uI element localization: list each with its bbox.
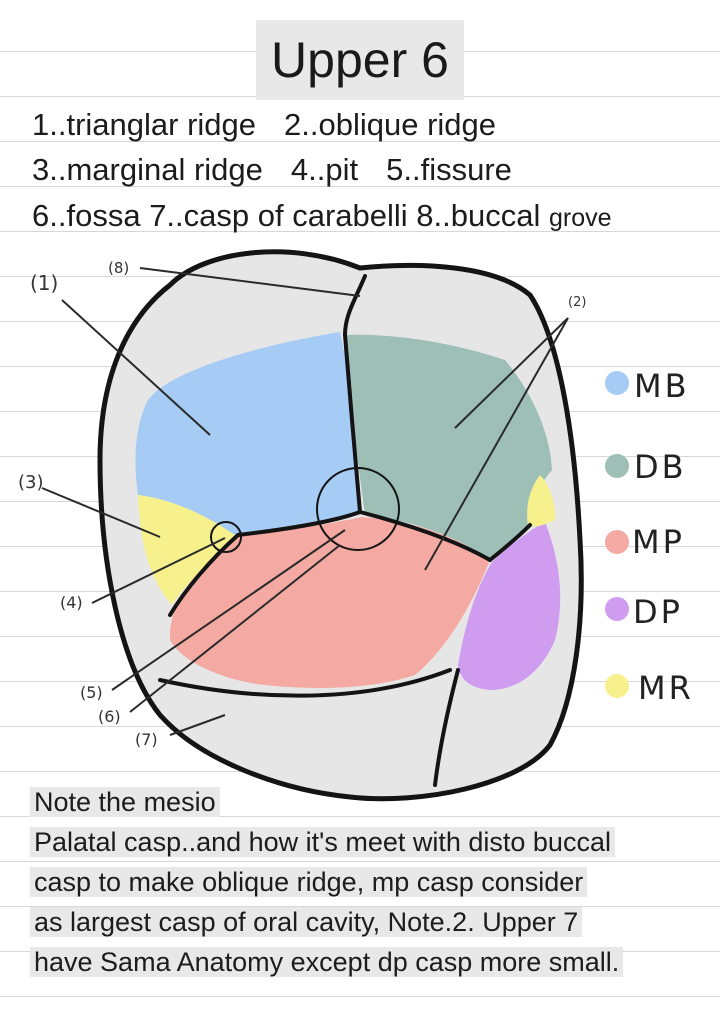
db-cusp [345,334,552,560]
key-label-db: DB [634,448,687,486]
mesial-marginal-ridge [138,495,235,605]
legend-item-fissure: 5..fissure [386,152,512,187]
key-label-dp: DP [633,593,683,631]
callout-labels: (1) (8) (2) (3) (4) (5) (6) (7) [18,259,586,749]
note-line-1: Note the mesio [30,782,220,822]
key-label-mb: MB [634,367,690,405]
legend-item-buccal: 8..buccal [416,198,541,233]
key-label-mr: MR [638,669,694,707]
legend-row-1: 1..trianglar ridge 2..oblique ridge [32,105,496,145]
callout-5: (5) [80,683,103,702]
callout-leaders [41,267,569,736]
callout-1: (1) [30,271,58,295]
callout-2: (2) [568,295,586,310]
legend-item-triangular-ridge: 1..trianglar ridge [32,107,257,142]
legend-item-marginal-ridge: 3..marginal ridge [32,152,263,187]
distal-marginal-ridge [527,475,556,527]
legend-item-oblique-ridge: 2..oblique ridge [284,107,497,142]
legend-item-pit: 4..pit [290,152,359,187]
key-label-mp: MP [632,523,685,561]
key-dot-db [605,454,629,478]
legend-item-fossa: 6..fossa [32,198,141,233]
note-line-2: Palatal casp..and how it's meet with dis… [30,822,615,862]
callout-4: (4) [60,593,83,612]
key-dot-mb [605,371,629,395]
legend-item-cusp-of-carabelli: 7..casp of carabelli [149,198,408,233]
mesial-pit-circle [210,521,242,553]
callout-8: (8) [108,259,129,277]
note-line-5: have Sama Anatomy except dp casp more sm… [30,942,624,982]
callout-7: (7) [135,730,158,749]
callout-3: (3) [18,472,44,493]
color-key: MB DB MP DP MR [605,367,694,707]
mb-cusp [135,332,360,535]
page-title: Upper 6 [256,20,464,100]
dp-cusp [458,522,561,690]
note-line-4: as largest casp of oral cavity, Note.2. … [30,902,583,942]
fissure-lines [158,274,532,787]
legend-item-groove: grove [549,204,612,232]
key-dot-mp [605,530,629,554]
mp-cusp [169,517,490,688]
key-dot-mr [605,674,629,698]
key-dot-dp [605,597,629,621]
note-line-3: casp to make oblique ridge, mp casp cons… [30,862,588,902]
legend-row-2: 3..marginal ridge 4..pit 5..fissure [32,150,512,190]
callout-6: (6) [98,707,121,726]
legend-row-3: 6..fossa 7..casp of carabelli 8..buccal … [32,196,612,238]
central-pit-circle [316,467,400,551]
